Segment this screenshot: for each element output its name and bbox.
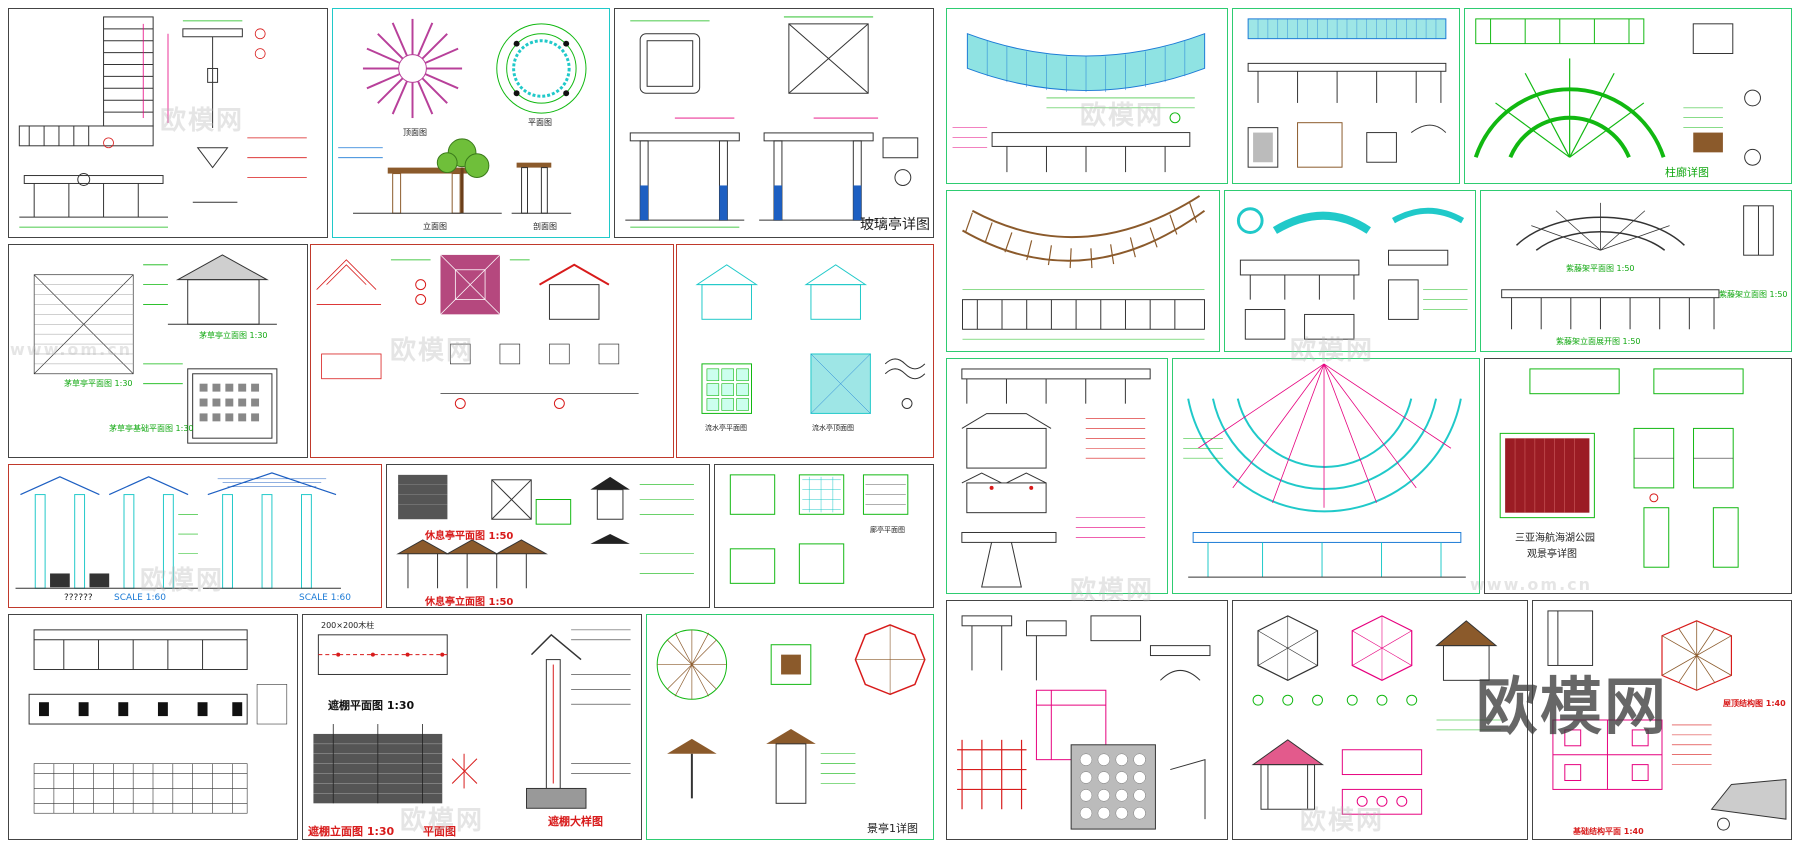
- long-corridor-drawing: [1247, 18, 1447, 168]
- placeholder-a: ??????: [64, 593, 93, 603]
- curved-pieces-drawing: [1236, 207, 1468, 340]
- rest-elev-label: 休息亭立面图 1:50: [425, 597, 514, 608]
- plan-word-label: 平面图: [423, 825, 456, 838]
- section-label: 剖面图: [533, 222, 557, 231]
- sanya-pavilion-drawing: [1499, 368, 1744, 568]
- hex-pavilion-drawing: [1251, 615, 1501, 815]
- sheet-pavilion-details: [310, 244, 674, 458]
- wisteria-plan-label: 紫藤架平面图 1:50: [1566, 264, 1635, 273]
- pavilion-details-drawing: [316, 254, 639, 409]
- thatch-found-label: 茅草亭基础平面图 1:30: [109, 424, 194, 433]
- scale-b: SCALE 1:60: [299, 593, 351, 603]
- pergola-corner-drawing: [18, 16, 307, 228]
- roof-structure-label: 屋顶结构图 1:40: [1723, 699, 1786, 708]
- sheet-rest-pavilion: 休息亭平面图 1:50 休息亭立面图 1:50: [386, 464, 710, 608]
- brand-watermark: 欧模网: [1476, 670, 1669, 743]
- curved-beam-drawing: [962, 195, 1206, 340]
- sheet-gazebo: 廊亭平面图: [714, 464, 934, 608]
- sheet-long-corridor: [1232, 8, 1460, 184]
- sanya-title-2: 观景亭详图: [1527, 549, 1577, 560]
- gazebo-plan-label: 廊亭平面图: [870, 526, 905, 534]
- elevation-label: 立面图: [423, 222, 447, 231]
- radial-pavilion-drawing: [338, 18, 587, 214]
- water-pavilion-drawing: [695, 264, 926, 414]
- colonnade-drawing: [1473, 18, 1761, 166]
- sheet-water-pavilion: 流水亭平面图 流水亭顶面图: [676, 244, 934, 458]
- wisteria-section-label: 紫藤架立面展开图 1:50: [1556, 337, 1641, 346]
- paving-details-drawing: [957, 615, 1211, 830]
- sheet-paving-details: [946, 600, 1228, 840]
- sheet-pergola-plans: [8, 614, 298, 840]
- curved-corridor-drawing: [952, 33, 1206, 173]
- shade-elev-label: 遮棚立面图 1:30: [308, 825, 395, 838]
- rest-pavilion-drawing: [396, 474, 694, 589]
- fan-pergola-drawing: [1183, 363, 1466, 578]
- sheet-curved-beam: [946, 190, 1220, 352]
- sheet-sanya-pavilion: 三亚海航海湖公园 观景亭详图: [1484, 358, 1792, 594]
- rest-plan-label: 休息亭平面图 1:50: [425, 531, 514, 542]
- sheet-fan-pergola: [1172, 358, 1480, 594]
- glass-pavilion-drawing: [625, 16, 919, 228]
- shade-drawing: [313, 629, 631, 809]
- shade-plan-label: 遮棚平面图 1:30: [328, 699, 415, 712]
- gazebo-drawing: [729, 474, 909, 584]
- landscape-pavilion-title: 景亭1详图: [867, 822, 918, 835]
- sheet-shade: 200×200木柱 遮棚平面图 1:30 遮棚立面图 1:30 平面图 遮棚大样…: [302, 614, 642, 840]
- foundation-drawing: [1547, 610, 1787, 831]
- sheet-peaked-roof: ?????? SCALE 1:60 SCALE 1:60: [8, 464, 382, 608]
- shade-detail-label: 遮棚大样图: [548, 815, 603, 828]
- landscape-pavilion-drawing: [656, 624, 926, 804]
- glass-pavilion-title: 玻璃亭详图: [860, 217, 930, 233]
- sheet-corridor-sections: [946, 358, 1168, 594]
- sheet-wisteria: 紫藤架平面图 1:50 紫藤架立面图 1:50 紫藤架立面展开图 1:50: [1480, 190, 1792, 352]
- sheet-radial-pavilion: 顶面图 平面图 立面图 剖面图: [332, 8, 610, 238]
- plan-label-top: 顶面图: [403, 128, 427, 137]
- sheet-landscape-pavilion: 景亭1详图: [646, 614, 934, 840]
- peaked-roof-drawing: [15, 472, 341, 589]
- sheet-curved-pieces: [1224, 190, 1476, 352]
- sheet-thatch-pavilion: 茅草亭平面图 1:30 茅草亭立面图 1:30 茅草亭基础平面图 1:30: [8, 244, 308, 458]
- sheet-colonnade: 柱廊详图: [1464, 8, 1792, 184]
- sheet-curved-corridor: [946, 8, 1228, 184]
- colonnade-detail-label: 柱廊详图: [1665, 166, 1709, 179]
- wisteria-elev-label: 紫藤架立面图 1:50: [1719, 290, 1788, 299]
- foundation-label: 基础结构平面 1:40: [1573, 827, 1644, 836]
- corridor-sections-drawing: [961, 368, 1151, 588]
- water-pav-plan-label: 流水亭平面图: [705, 424, 747, 432]
- sheet-hex-pavilion: [1232, 600, 1528, 840]
- scale-a: SCALE 1:60: [114, 593, 166, 603]
- wisteria-drawing: [1501, 202, 1774, 330]
- plan-label-round: 平面图: [528, 118, 552, 127]
- sheet-pergola-corner: [8, 8, 328, 238]
- thatch-pavilion-drawing: [33, 254, 278, 444]
- water-pav-roof-label: 流水亭顶面图: [812, 424, 854, 432]
- sheet-foundation: 屋顶结构图 1:40 基础结构平面 1:40: [1532, 600, 1792, 840]
- thatch-plan-label: 茅草亭平面图 1:30: [64, 379, 133, 388]
- thatch-elev-label: 茅草亭立面图 1:30: [199, 331, 268, 340]
- pergola-plans-drawing: [28, 629, 288, 814]
- shade-dims: 200×200木柱: [321, 621, 375, 630]
- sheet-glass-pavilion: 玻璃亭详图: [614, 8, 934, 238]
- sanya-title-1: 三亚海航海湖公园: [1515, 533, 1595, 544]
